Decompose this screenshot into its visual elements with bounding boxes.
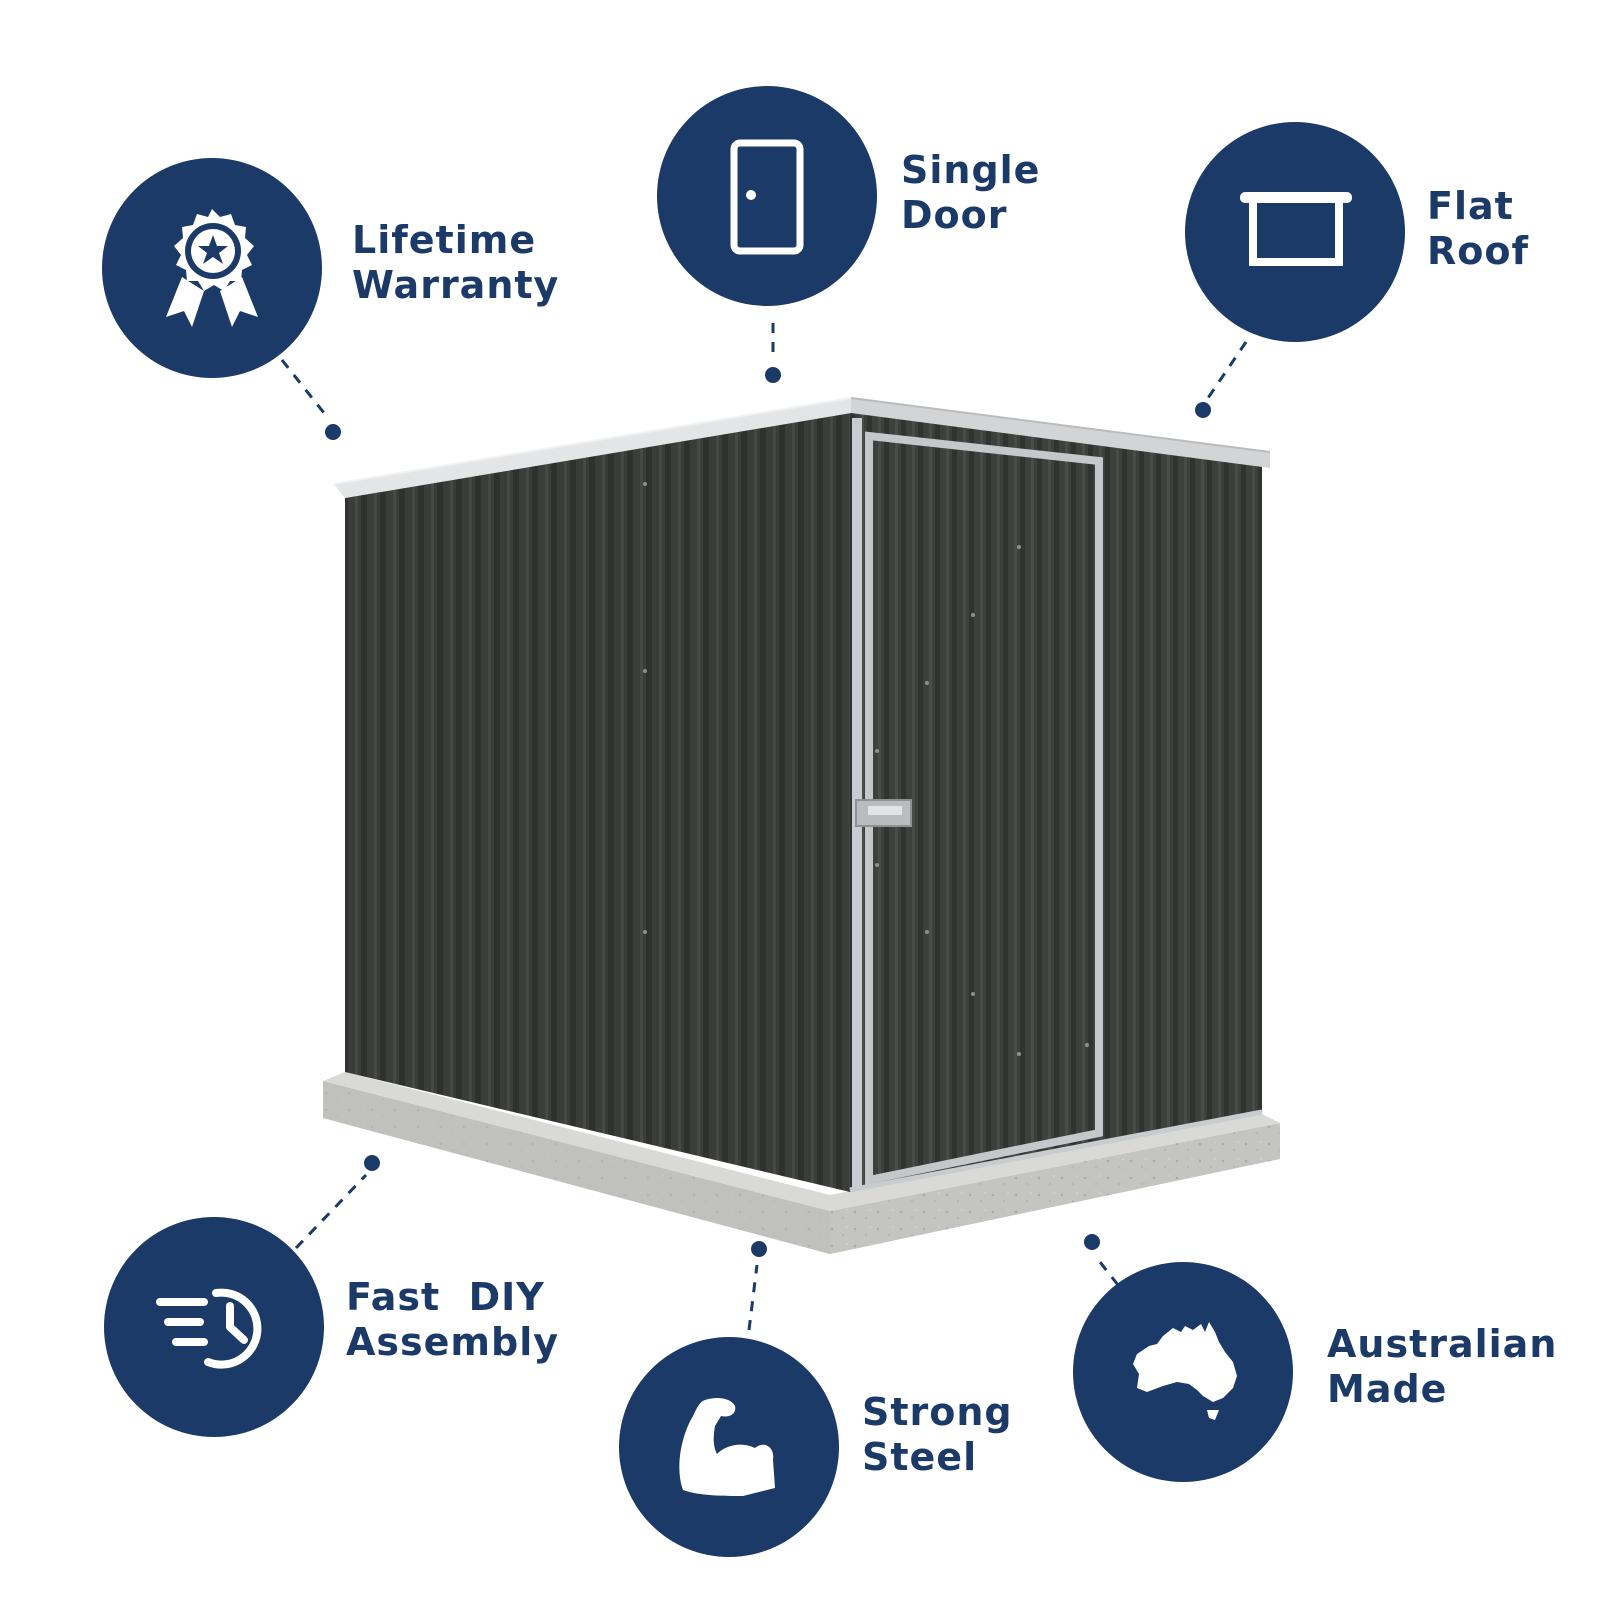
feature-label: Lifetime Warranty [352,218,559,308]
connector-lines [280,323,1248,1331]
feature-circle [1185,122,1405,342]
feature-circle [104,1217,324,1437]
feature-circle [657,86,877,306]
feature-label: Flat Roof [1427,184,1529,274]
australia-map-icon [1133,1322,1237,1420]
feature-label: Fast DIY Assembly [346,1275,559,1365]
wall-screws [643,482,1089,1056]
label-line-1: Australian [1327,1322,1558,1366]
award-ribbon-icon [166,209,258,327]
door-icon [730,139,804,255]
concrete-slab [323,1072,1280,1254]
label-line-1: Lifetime [352,218,537,262]
label-line-2: Roof [1427,229,1530,273]
label-line-2: Warranty [352,263,560,307]
flexed-arm-icon [679,1398,775,1496]
connector-dots [325,367,1211,1257]
label-line-1: Single [901,148,1041,192]
shed-door [855,431,1103,1185]
label-line-1: Strong [862,1390,1013,1434]
shed-side-wall [345,412,850,1192]
feature-label: Single Door [901,148,1040,238]
label-line-1: Fast DIY [346,1275,545,1319]
flat-roof [333,397,1271,498]
label-line-2: Door [901,193,1008,237]
fast-clock-icon [156,1288,262,1369]
feature-label: Australian Made [1327,1322,1557,1412]
feature-label: Strong Steel [862,1390,1013,1480]
label-line-2: Steel [862,1435,978,1479]
label-line-2: Assembly [346,1320,560,1364]
flat-roof-icon [1240,192,1352,266]
label-line-2: Made [1327,1367,1448,1411]
label-line-1: Flat [1427,184,1514,228]
